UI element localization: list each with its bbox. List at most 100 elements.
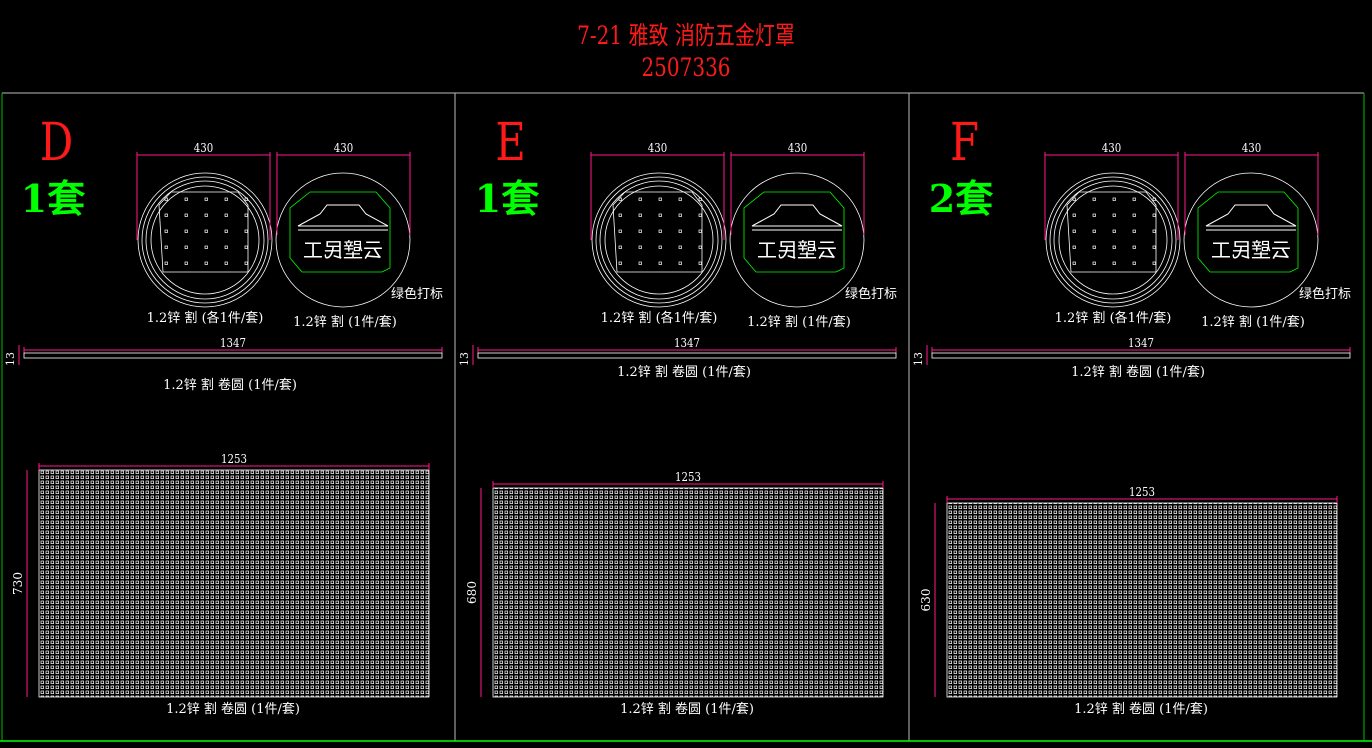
- disc-ring: [1049, 176, 1177, 304]
- perforated-mesh-sheet: [492, 487, 884, 698]
- mesh-rect: [492, 487, 884, 698]
- disc-hole: [224, 213, 228, 217]
- green-mark-outline: [743, 191, 845, 273]
- disc-hole: [1112, 261, 1116, 265]
- disc-hole: [638, 229, 642, 233]
- disc-ring: [591, 172, 727, 308]
- disc-hole: [224, 261, 228, 265]
- dimension-value: 430: [1102, 141, 1121, 155]
- strip-height-value: 13: [458, 352, 471, 366]
- disc-hole: [1072, 261, 1076, 265]
- disc-hole: [1112, 245, 1116, 249]
- logo-disc: 云壁民工: [275, 172, 411, 308]
- disc-cut-outline: [1066, 191, 1157, 273]
- disc-ring: [1045, 172, 1181, 308]
- disc-hole: [184, 261, 188, 265]
- mesh-rect: [946, 502, 1338, 698]
- mesh-height-value: 680: [465, 581, 479, 604]
- strip-label: 1.2锌 割 卷圆 (1件/套): [1071, 364, 1205, 380]
- strip-length-dimension: 1347: [931, 336, 1351, 354]
- mesh-label: 1.2锌 割 卷圆 (1件/套): [166, 701, 300, 717]
- disc-hole: [1132, 261, 1136, 265]
- disc-hole: [658, 213, 662, 217]
- disc-ring: [145, 180, 265, 300]
- perforated-disc: [591, 172, 727, 308]
- disc-hole: [1132, 229, 1136, 233]
- disc-ring: [150, 185, 260, 295]
- disc-hole: [184, 197, 188, 201]
- disc-hole: [658, 197, 662, 201]
- disc-hole: [1092, 213, 1096, 217]
- drawing-frame: [0, 92, 1372, 742]
- disc-hole: [618, 213, 622, 217]
- logo-label: 1.2锌 割 (1件/套): [1201, 314, 1305, 330]
- disc-hole: [618, 229, 622, 233]
- strip-outline: [477, 352, 897, 359]
- perforated-mesh-sheet: [38, 469, 430, 698]
- disc-hole: [698, 213, 702, 217]
- disc-hole: [244, 245, 248, 249]
- strip-height-value: 13: [4, 352, 17, 366]
- mark-note: 绿色打标: [845, 286, 897, 302]
- disc-hole: [1092, 197, 1096, 201]
- disc-hole: [1112, 213, 1116, 217]
- disc-hole: [164, 213, 168, 217]
- disc-hole: [678, 261, 682, 265]
- disc-hole: [1152, 197, 1156, 201]
- disc-hole: [164, 261, 168, 265]
- logo-width-dimension: 430: [730, 141, 865, 235]
- disc-hole: [658, 261, 662, 265]
- disc-cut-outline: [612, 191, 703, 273]
- roof-emblem: [1205, 204, 1297, 227]
- logo-width-dimension: 430: [1184, 141, 1319, 235]
- disc-hole: [638, 213, 642, 217]
- disc-label: 1.2锌 割 (各1件/套): [601, 310, 718, 326]
- title-line-2: 2507336: [641, 53, 731, 82]
- dimension-value: 1347: [220, 336, 246, 350]
- panel-letter: F: [950, 113, 979, 174]
- logo-label: 1.2锌 割 (1件/套): [293, 314, 397, 330]
- dimension-value: 1253: [675, 470, 701, 484]
- disc-ring: [604, 185, 714, 295]
- dimension-value: 1253: [221, 452, 247, 466]
- green-mark-outline: [289, 191, 391, 273]
- perforated-mesh-sheet: [946, 502, 1338, 698]
- quantity-label: 1套: [475, 176, 539, 221]
- disc-hole: [698, 197, 702, 201]
- disc-ring: [1058, 185, 1168, 295]
- disc-cut-outline: [158, 191, 249, 273]
- disc-hole: [618, 245, 622, 249]
- disc-hole: [698, 261, 702, 265]
- mesh-width-dimension: 1253: [492, 470, 884, 488]
- disc-hole: [618, 197, 622, 201]
- roof-emblem: [751, 204, 843, 227]
- disc-hole: [1112, 197, 1116, 201]
- disc-hole: [1132, 197, 1136, 201]
- disc-ring: [137, 172, 273, 308]
- disc-hole: [204, 245, 208, 249]
- disc-hole: [224, 229, 228, 233]
- mesh-width-dimension: 1253: [38, 452, 430, 470]
- title-line-1: 7-21 雅致 消防五金灯罩: [577, 21, 795, 50]
- dimension-value: 1253: [1129, 485, 1155, 499]
- logo-text: 云壁民工: [1211, 238, 1291, 262]
- logo-label: 1.2锌 割 (1件/套): [747, 314, 851, 330]
- dimension-value: 1347: [1128, 336, 1154, 350]
- mesh-rect: [38, 469, 430, 698]
- mark-note: 绿色打标: [1299, 286, 1351, 302]
- strip-length-dimension: 1347: [23, 336, 443, 354]
- disc-hole: [1092, 261, 1096, 265]
- disc-hole: [244, 229, 248, 233]
- dimension-value: 430: [334, 141, 353, 155]
- disc-hole: [658, 229, 662, 233]
- disc-hole: [678, 197, 682, 201]
- disc-hole: [1072, 229, 1076, 233]
- disc-hole: [1152, 229, 1156, 233]
- disc-hole: [678, 229, 682, 233]
- logo-width-dimension: 430: [276, 141, 411, 235]
- disc-width-dimension: 430: [136, 141, 271, 240]
- dimension-value: 430: [648, 141, 667, 155]
- mesh-label: 1.2锌 割 卷圆 (1件/套): [620, 701, 754, 717]
- disc-hole: [638, 197, 642, 201]
